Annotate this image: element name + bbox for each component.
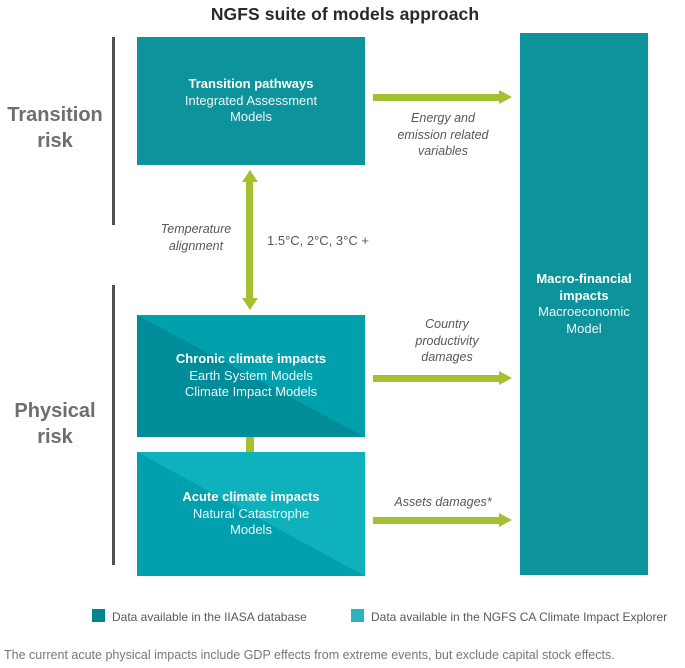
temperature-values-label: 1.5°C, 2°C, 3°C +	[267, 233, 369, 248]
acute-climate-impacts-box: Acute climate impacts Natural Catastroph…	[137, 452, 365, 576]
legend-item-iiasa: Data available in the IIASA database	[92, 609, 307, 624]
energy-variables-label: Energy and emission related variables	[397, 111, 489, 158]
physical-risk-label: Physical risk	[14, 400, 96, 448]
chronic-climate-impacts-box-subtitle: Earth System Models Climate Impact Model…	[184, 367, 318, 400]
physical-risk-rule	[112, 285, 115, 565]
energy-variables-arrow	[373, 90, 512, 105]
arrow-shaft	[373, 517, 500, 524]
transition-pathways-box-title: Transition pathways	[188, 76, 314, 92]
transition-risk-label: Transition risk	[7, 104, 103, 152]
arrow-shaft	[246, 180, 253, 300]
acute-climate-impacts-box-title: Acute climate impacts	[182, 489, 320, 505]
arrow-head-right-icon	[499, 90, 512, 104]
country-productivity-label: Country productivity damages	[415, 317, 479, 364]
arrow-head-right-icon	[499, 371, 512, 385]
country-productivity-arrow	[373, 371, 512, 386]
arrow-shaft	[373, 375, 500, 382]
arrow-head-up-icon	[242, 170, 258, 182]
macro-financial-impacts-box-subtitle: Macroeconomic Model	[538, 304, 630, 336]
chronic-climate-impacts-box: Chronic climate impacts Earth System Mod…	[137, 315, 365, 437]
footnote-text: The current acute physical impacts inclu…	[4, 648, 615, 662]
acute-climate-impacts-box-subtitle: Natural Catastrophe Models	[192, 505, 310, 538]
transition-risk-rule	[112, 37, 115, 225]
macro-financial-impacts-box: Macro-financial impacts Macroeconomic Mo…	[520, 33, 648, 575]
iiasa-swatch-icon	[92, 609, 105, 622]
transition-pathways-box: Transition pathways Integrated Assessmen…	[137, 37, 365, 165]
transition-pathways-box-subtitle: Integrated Assessment Models	[184, 92, 318, 125]
chronic-acute-connector	[246, 437, 254, 452]
arrow-shaft	[373, 94, 500, 101]
legend-item-label: Data available in the NGFS CA Climate Im…	[371, 610, 668, 624]
arrow-head-right-icon	[499, 513, 512, 527]
temperature-alignment-label: Temperature alignment	[160, 222, 232, 253]
assets-damages-label: Assets damages*	[394, 495, 492, 509]
climate-explorer-swatch-icon	[351, 609, 364, 622]
legend-item-climate-explorer: Data available in the NGFS CA Climate Im…	[351, 609, 667, 624]
temperature-alignment-double-arrow	[242, 170, 258, 310]
macro-financial-impacts-box-title: Macro-financial impacts	[536, 271, 632, 303]
chronic-climate-impacts-box-title: Chronic climate impacts	[175, 351, 327, 367]
legend-item-label: Data available in the IIASA database	[112, 610, 307, 624]
diagram-title: NGFS suite of models approach	[210, 4, 480, 24]
arrow-head-down-icon	[242, 298, 258, 310]
assets-damages-arrow	[373, 513, 512, 528]
